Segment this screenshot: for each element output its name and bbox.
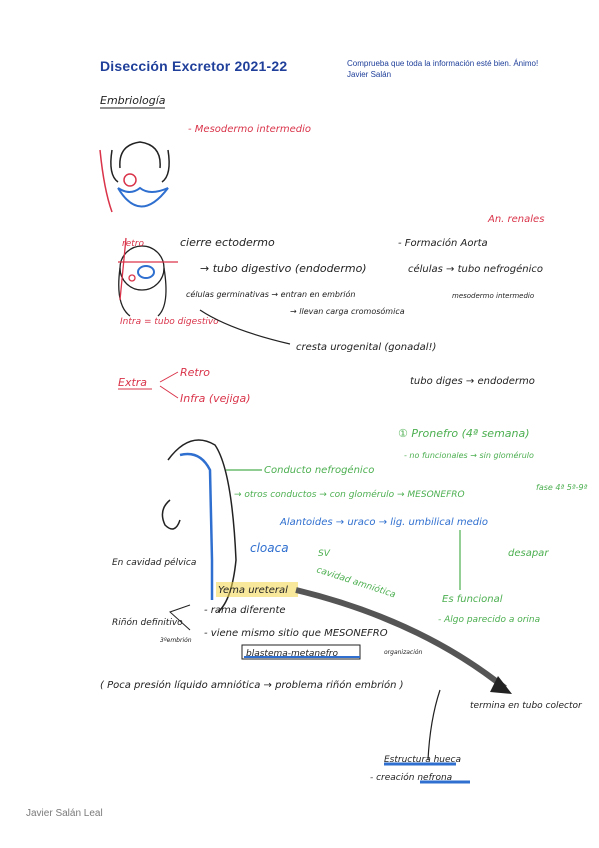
note-cloaca: cloaca [250,541,289,555]
note-infra: Infra (vejiga) [180,392,251,405]
note-3-embrion: 3ºembrión [160,637,192,644]
note-extra: Extra [118,376,147,389]
note-organizacion: organización [384,649,423,656]
note-yema: Yema ureteral [218,585,288,596]
header-note-line2: Javier Salán [347,70,392,79]
note-carga: → llevan carga cromosómica [290,306,405,316]
note-an-renales: An. renales [487,214,544,225]
note-sv: SV [318,549,331,559]
note-mesodermo: - Mesodermo intermedio [188,124,311,135]
note-pronefro: ① Pronefro (4ª semana) [398,427,530,440]
note-creacion: - creación nefrona [370,772,452,783]
note-retro2: Retro [180,366,210,379]
note-rama: - rama diferente [204,605,286,616]
arrow-to-cresta [199,309,291,345]
note-poca: ( Poca presión líquido amniótica → probl… [100,679,404,691]
note-cierre: cierre ectodermo [180,236,275,249]
note-celulas-tubo: células → tubo nefrogénico [408,263,543,275]
note-retro: retro [122,239,144,249]
note-alantoides: Alantoides → uraco → lig. umbilical medi… [279,517,488,528]
note-tubo-dig2: tubo diges → endodermo [410,376,535,387]
thick-arrow [295,587,507,691]
note-desapar: desapar [508,548,549,559]
note-celulas-germinativas: células germinativas → entran en embrión [186,289,355,299]
note-en-cavidad: En cavidad pélvica [112,557,196,568]
note-fase: fase 4ª 5ª-9ª [536,483,588,492]
note-es-func: Es funcional [442,594,503,605]
note-otros: → otros conductos → con glomérulo → MESO… [234,489,465,500]
embryo-cross-section-sketch [99,141,170,213]
note-formacion: - Formación Aorta [398,237,488,249]
note-viene: - viene mismo sitio que MESONEFRO [204,628,388,639]
header-note: Comprueba que toda la información esté b… [347,58,587,80]
note-estructura: Estructura hueca [384,755,461,765]
page-title: Disección Excretor 2021-22 [100,58,288,74]
note-no-func: - no funcionales → sin glomérulo [404,450,534,460]
note-cavidad-amn: cavidad amniótica [315,564,397,600]
note-algo: - Algo parecido a orina [438,615,540,625]
note-conducto: Conducto nefrogénico [264,464,374,476]
footer-author: Javier Salán Leal [26,808,103,819]
note-rinon: Riñón definitivo [112,617,183,628]
embryo-head-sketch [118,237,178,317]
note-meso-inter: mesodermo intermedio [452,292,534,300]
note-cresta: cresta urogenital (gonadal!) [296,342,436,353]
header-note-line1: Comprueba que toda la información esté b… [347,59,539,68]
note-tubo-digestivo: → tubo digestivo (endodermo) [200,262,367,275]
note-termina: termina en tubo colector [470,701,583,711]
note-blastema: blastema-metanefro [246,649,338,659]
section-heading: Embriología [100,94,166,107]
note-intra: Intra = tubo digestivo [120,317,219,327]
